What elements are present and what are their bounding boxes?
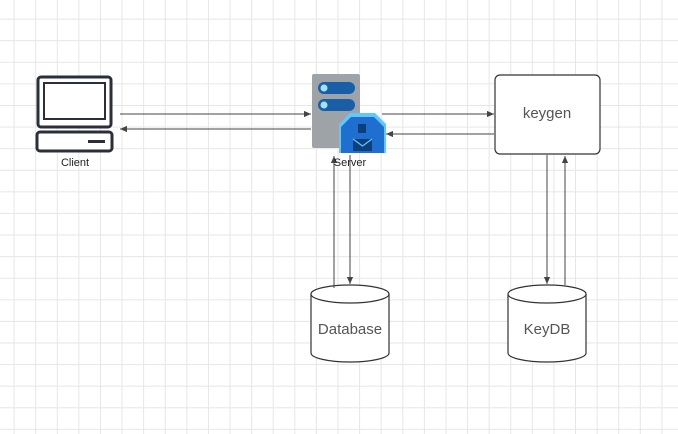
client-label: Client bbox=[60, 157, 90, 169]
keygen-node[interactable] bbox=[494, 74, 601, 155]
barn-house-icon bbox=[339, 113, 386, 153]
database-node[interactable] bbox=[310, 284, 390, 363]
desktop-computer-icon[interactable] bbox=[35, 75, 114, 153]
database-label: Database bbox=[317, 321, 383, 338]
keydb-node[interactable] bbox=[507, 284, 587, 363]
keydb-label: KeyDB bbox=[523, 321, 571, 338]
keygen-label: keygen bbox=[522, 105, 572, 122]
server-label: Server bbox=[333, 157, 367, 169]
